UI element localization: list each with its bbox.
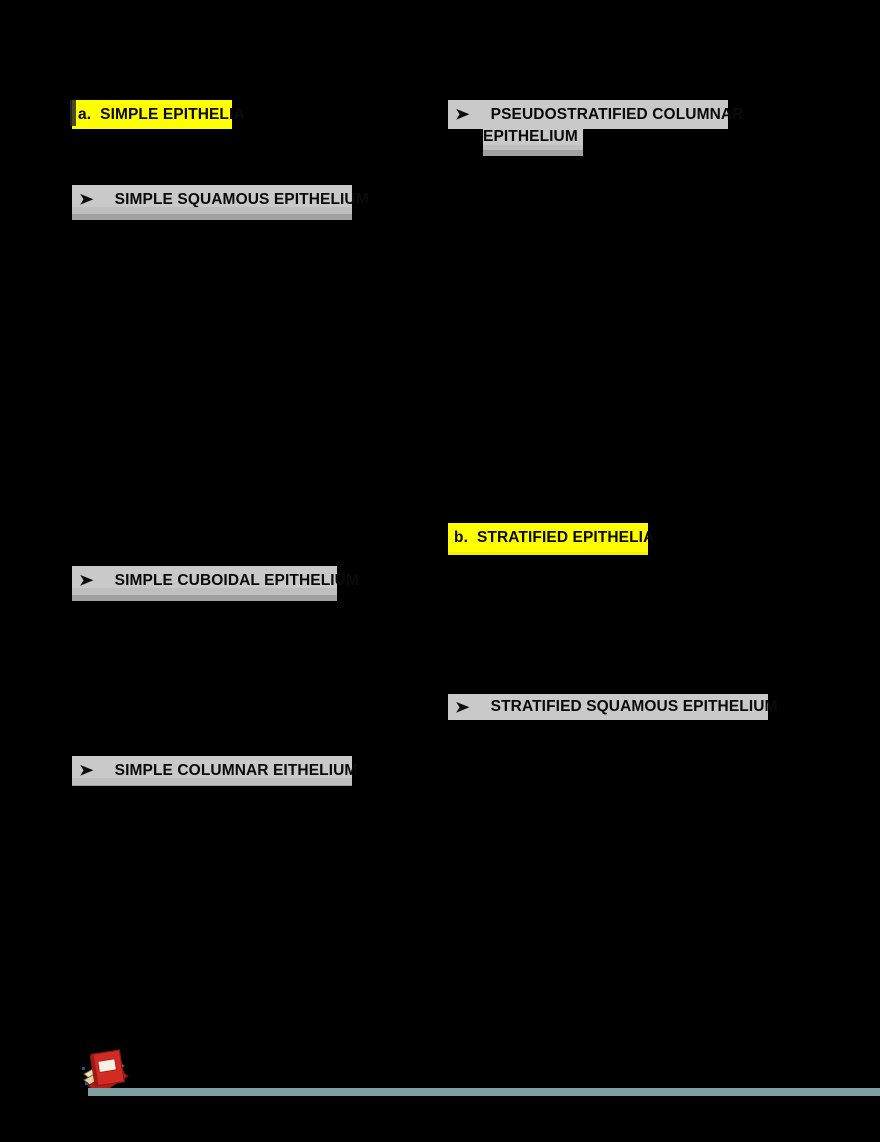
ghost-text-under-pseudostratified xyxy=(483,145,583,156)
bullet-arrow-icon: ➤ xyxy=(79,191,94,208)
heading-stratified-squamous-epithelium-text: STRATIFIED SQUAMOUS EPITHELIUM xyxy=(490,698,778,715)
bullet-arrow-icon: ➤ xyxy=(455,106,470,123)
red-book-icon xyxy=(78,1040,136,1102)
ghost-text-under-simple-epithelia xyxy=(70,100,76,126)
footer-divider-rule xyxy=(88,1088,880,1096)
red-book-icon-svg xyxy=(82,1049,129,1095)
heading-simple-columnar-epithelium-text: SIMPLE COLUMNAR EITHELIUM xyxy=(114,761,358,779)
heading-stratified-epithelia-text: STRATIFIED EPITHELIA xyxy=(476,528,655,546)
bullet-arrow-icon: ➤ xyxy=(79,572,94,589)
ghost-text-under-simple-squamous xyxy=(72,207,352,220)
bullet-arrow-icon: ➤ xyxy=(79,762,94,779)
heading-simple-epithelia-label: a. xyxy=(78,105,92,123)
heading-pseudostratified-columnar-epithelium: ➤ PSEUDOSTRATIFIED COLUMNAR xyxy=(448,100,743,129)
heading-pseudostratified-columnar-epithelium-line2: EPITHELIUM xyxy=(483,128,578,145)
heading-simple-squamous-epithelium-text: SIMPLE SQUAMOUS EPITHELIUM xyxy=(114,190,369,208)
heading-stratified-squamous-epithelium: ➤ STRATIFIED SQUAMOUS EPITHELIUM xyxy=(448,694,777,720)
heading-pseudostratified-columnar-epithelium-line1: PSEUDOSTRATIFIED COLUMNAR xyxy=(490,105,744,123)
ghost-text-under-simple-cuboidal xyxy=(72,588,337,601)
heading-simple-epithelia: a. SIMPLE EPITHELIA xyxy=(72,100,245,129)
bullet-arrow-icon: ➤ xyxy=(455,698,470,716)
heading-simple-epithelia-text: SIMPLE EPITHELIA xyxy=(100,105,245,123)
heading-simple-cuboidal-epithelium-text: SIMPLE CUBOIDAL EPITHELIUM xyxy=(114,571,359,589)
ghost-text-under-stratified-epithelia xyxy=(448,546,648,555)
ghost-text-under-simple-columnar xyxy=(72,778,352,786)
heading-stratified-epithelia-label: b. xyxy=(454,528,468,546)
